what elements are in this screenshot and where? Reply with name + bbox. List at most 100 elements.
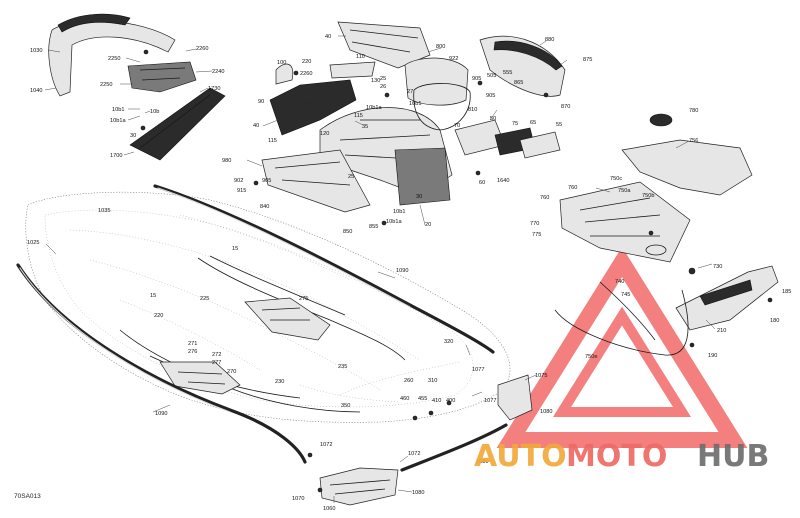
callout-55: 55 bbox=[556, 122, 562, 128]
callout-115: 115 bbox=[268, 138, 277, 144]
rub-rail-left bbox=[16, 263, 307, 464]
rear-cap bbox=[319, 467, 399, 506]
callout-756: 756 bbox=[689, 138, 698, 144]
side-cap bbox=[497, 374, 533, 421]
callout-25: 25 bbox=[380, 76, 386, 82]
callout-190: 190 bbox=[708, 353, 717, 359]
callout-1080-c: 1080 bbox=[412, 490, 424, 496]
callout-30-b: 30 bbox=[416, 194, 422, 200]
callout-130: 130 bbox=[371, 78, 380, 84]
callout-2250-b: 2250 bbox=[100, 82, 112, 88]
callout-1640: 1640 bbox=[497, 178, 509, 184]
mat-deck bbox=[621, 139, 753, 196]
callout-40: 40 bbox=[325, 34, 331, 40]
callout-730: 730 bbox=[713, 264, 722, 270]
callout-750e: 750e bbox=[585, 354, 597, 360]
callout-185: 185 bbox=[782, 289, 791, 295]
callout-235: 235 bbox=[338, 364, 347, 370]
round-cap bbox=[649, 113, 673, 127]
callout-850: 850 bbox=[343, 229, 352, 235]
left-side-panel bbox=[261, 149, 371, 213]
callout-10b1-d: 10b1 bbox=[393, 209, 405, 215]
callout-65: 65 bbox=[530, 120, 536, 126]
callout-780: 780 bbox=[689, 108, 698, 114]
callout-70: 70 bbox=[454, 123, 460, 129]
callout-1030: 1030 bbox=[30, 48, 42, 54]
callout-60: 60 bbox=[479, 180, 485, 186]
callout-310: 310 bbox=[428, 378, 437, 384]
callout-10b1-c: 10b1 bbox=[409, 101, 421, 107]
footrest-pad-lower bbox=[159, 361, 241, 395]
callout-740: 740 bbox=[615, 279, 624, 285]
callout-20: 20 bbox=[425, 222, 431, 228]
callout-922: 922 bbox=[449, 56, 458, 62]
rub-rail-rear bbox=[400, 423, 508, 472]
callout-1700: 1700 bbox=[110, 153, 122, 159]
callout-10b1a-e: 10b1a bbox=[386, 219, 402, 225]
callout-277: 277 bbox=[212, 360, 221, 366]
callout-1075: 1075 bbox=[535, 373, 547, 379]
callout-460: 460 bbox=[400, 396, 409, 402]
callout-870: 870 bbox=[561, 104, 570, 110]
callout-210: 210 bbox=[717, 328, 726, 334]
callout-10b1: 10b1 bbox=[112, 107, 124, 113]
watermark-hub: HUB bbox=[697, 439, 769, 474]
rear-platform bbox=[559, 181, 691, 263]
callout-90: 90 bbox=[258, 99, 264, 105]
storage-lid bbox=[404, 57, 469, 106]
control-panel bbox=[269, 61, 376, 136]
front-cover bbox=[48, 13, 176, 97]
glovebox-assembly bbox=[127, 61, 197, 93]
callout-271: 271 bbox=[188, 341, 197, 347]
step-handle bbox=[554, 281, 689, 356]
callout-1730: 1730 bbox=[208, 86, 220, 92]
fasteners bbox=[140, 49, 773, 493]
callout-1070: 1070 bbox=[292, 496, 304, 502]
callout-10b1a-b: 10b1a bbox=[366, 105, 382, 111]
callout-455: 455 bbox=[418, 396, 427, 402]
callout-2240: 2240 bbox=[212, 69, 224, 75]
callout-905-b: 905 bbox=[486, 93, 495, 99]
reboarding-step bbox=[675, 265, 779, 331]
callout-100: 100 bbox=[277, 60, 286, 66]
callout-275: 275 bbox=[299, 296, 308, 302]
callout-276: 276 bbox=[188, 349, 197, 355]
callout-800: 800 bbox=[436, 44, 445, 50]
callout-110: 110 bbox=[356, 54, 365, 60]
callout-27: 27 bbox=[407, 89, 413, 95]
callout-10b1a: 10b1a bbox=[110, 118, 126, 124]
watermark-text: AUTO MOTO HUB bbox=[474, 439, 769, 474]
rub-rail-upper bbox=[153, 184, 495, 354]
callout-230: 230 bbox=[275, 379, 284, 385]
callout-1080-b: 1080 bbox=[476, 459, 488, 465]
callout-1080: 1080 bbox=[540, 409, 552, 415]
callout-35: 35 bbox=[362, 124, 368, 130]
front-lower-panel bbox=[129, 87, 226, 161]
callout-2260: 2260 bbox=[196, 46, 208, 52]
leader-lines bbox=[44, 35, 716, 503]
callout-220-b: 220 bbox=[154, 313, 163, 319]
callout-75: 75 bbox=[512, 121, 518, 127]
callout-865: 865 bbox=[514, 80, 523, 86]
callout-750c: 750c bbox=[610, 176, 622, 182]
callout-350: 350 bbox=[341, 403, 350, 409]
callout-905-c: 905 bbox=[262, 178, 271, 184]
callout-750b: 750b bbox=[642, 193, 654, 199]
callout-320: 320 bbox=[444, 339, 453, 345]
callout-760: 760 bbox=[568, 185, 577, 191]
callout-15-b: 15 bbox=[150, 293, 156, 299]
callout-905: 905 bbox=[472, 76, 481, 82]
callout-760-b: 760 bbox=[540, 195, 549, 201]
callout-270: 270 bbox=[227, 369, 236, 375]
callout-980: 980 bbox=[222, 158, 231, 164]
callout-2260-b: 2260 bbox=[300, 71, 312, 77]
callout-1025: 1025 bbox=[27, 240, 39, 246]
callout-225: 225 bbox=[200, 296, 209, 302]
callout-505: 505 bbox=[487, 73, 496, 79]
storage-bin-set bbox=[454, 119, 561, 159]
callout-15: 15 bbox=[232, 246, 238, 252]
callout-180: 180 bbox=[770, 318, 779, 324]
callout-1060: 1060 bbox=[323, 506, 335, 512]
callout-902: 902 bbox=[234, 178, 243, 184]
callout-775: 775 bbox=[532, 232, 541, 238]
